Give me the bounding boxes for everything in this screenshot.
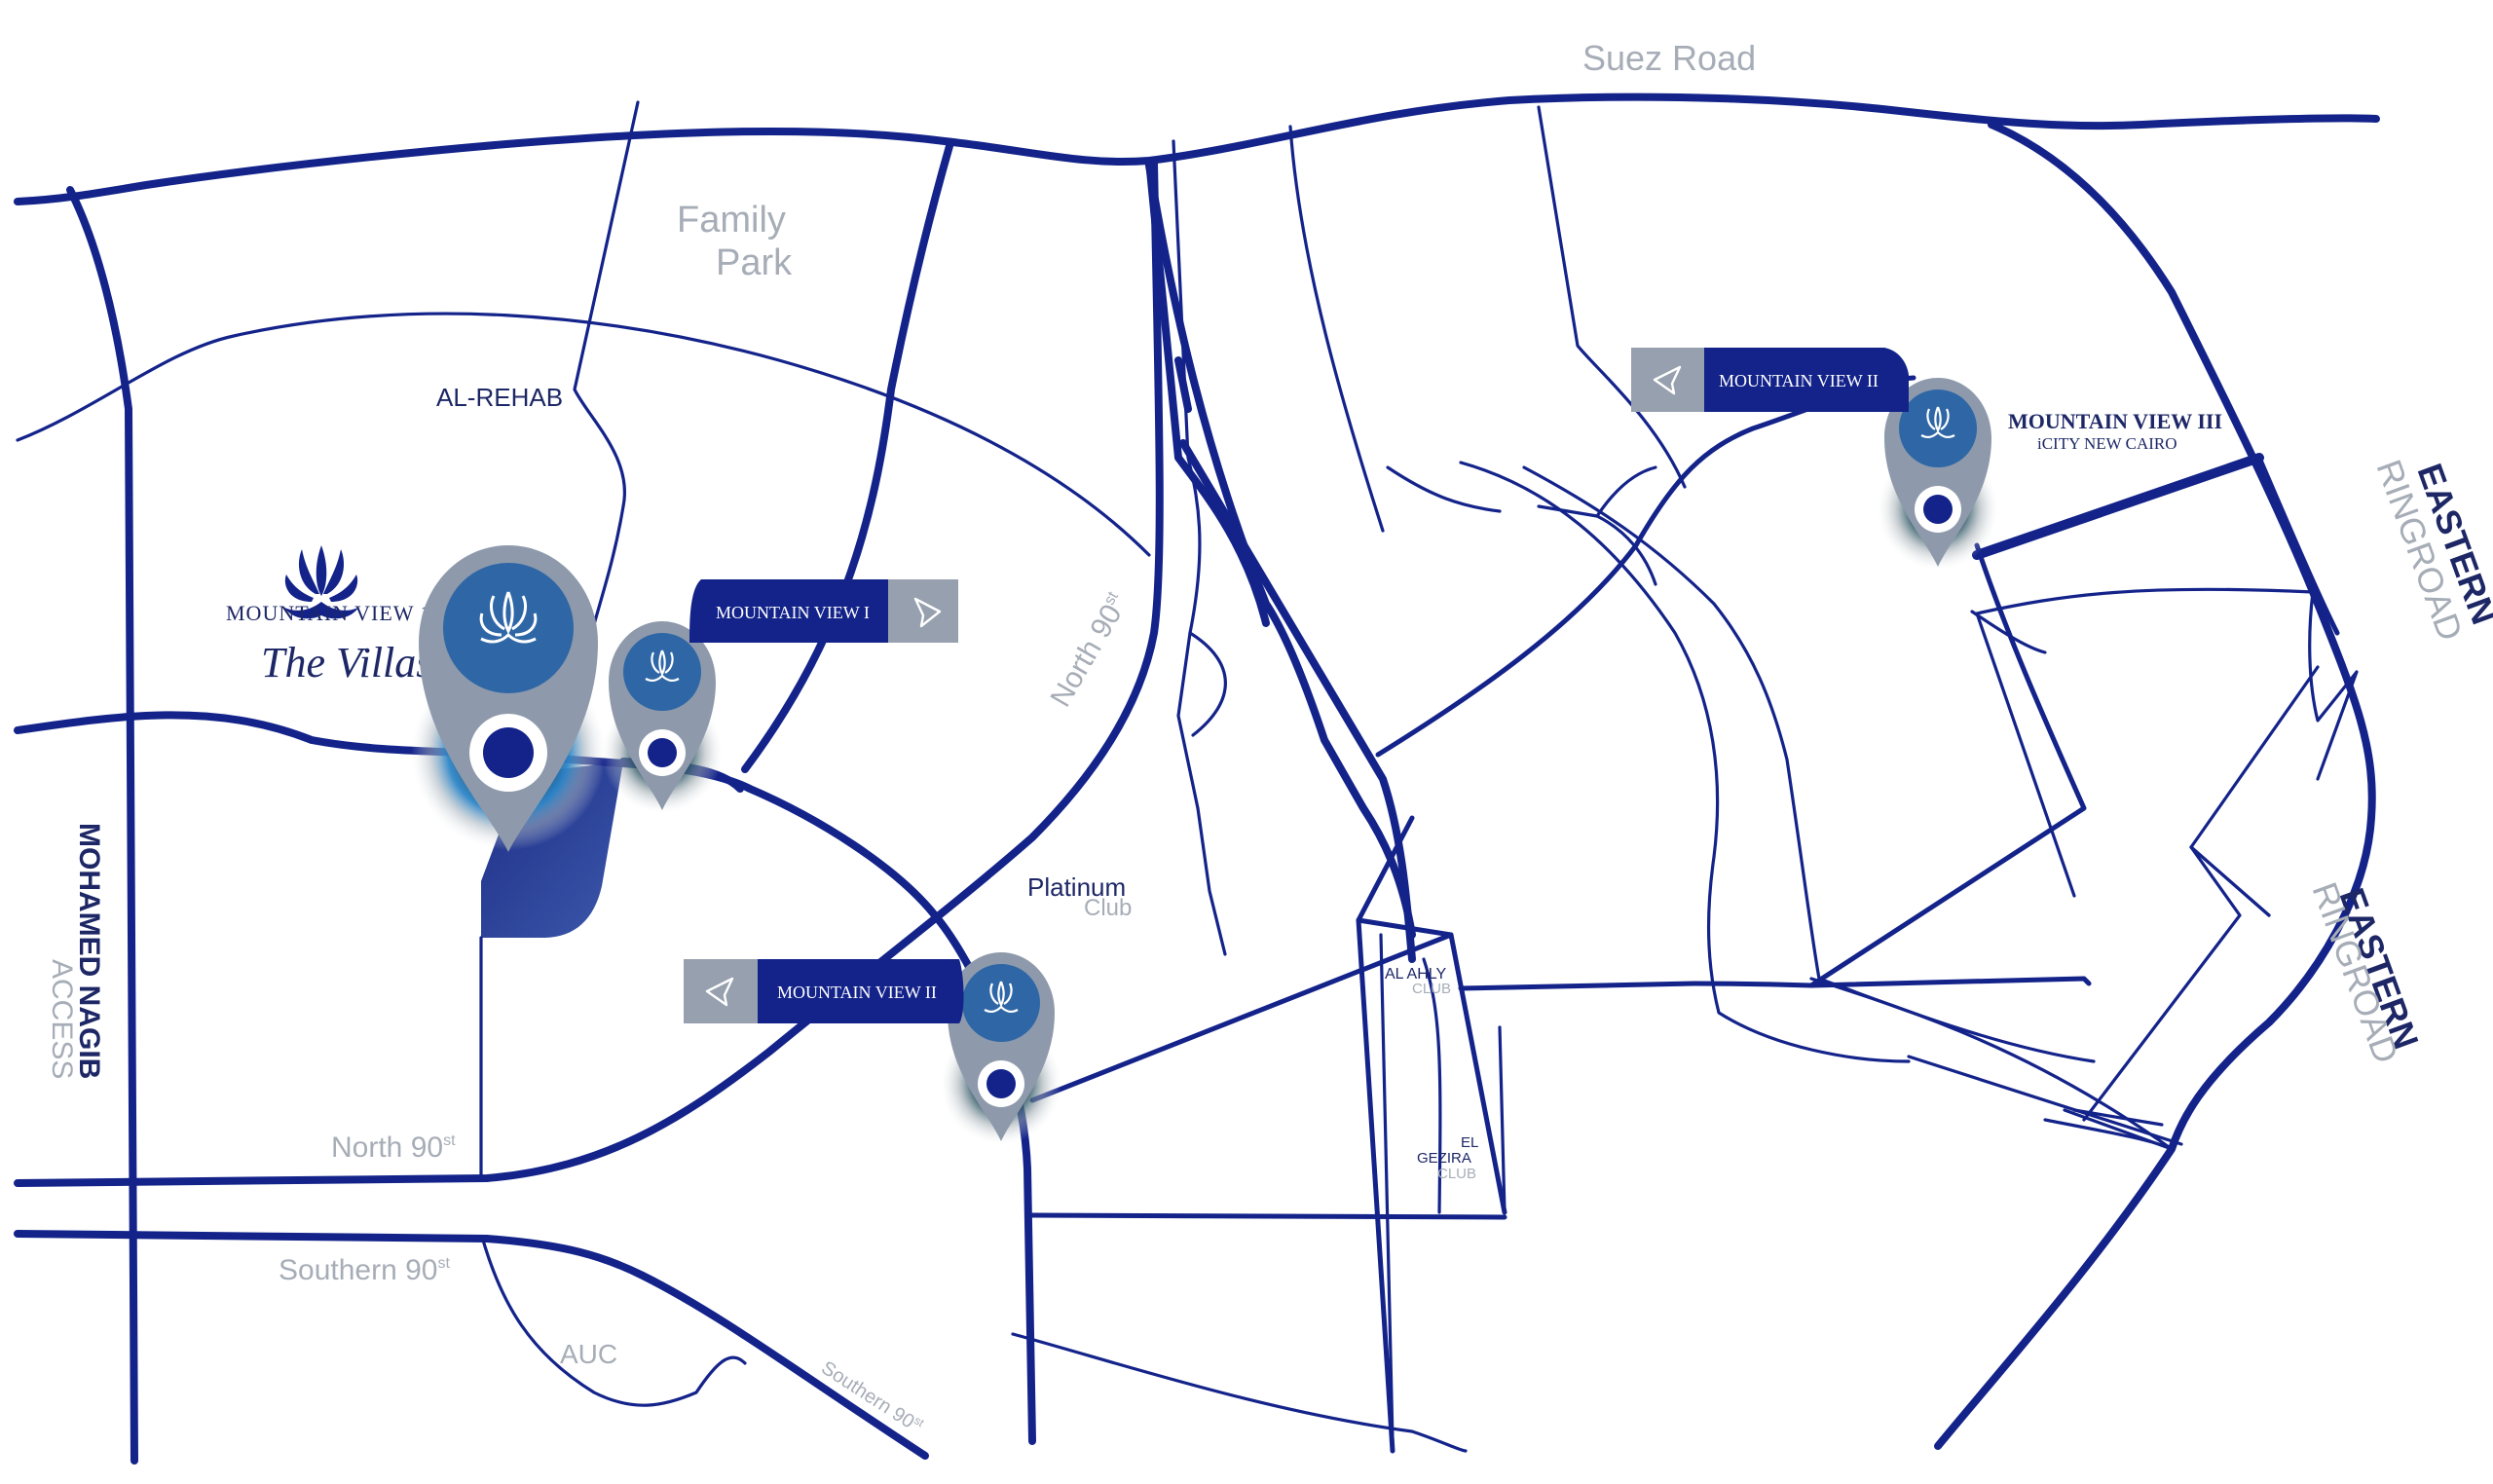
suez-road-label: Suez Road [1582, 38, 1756, 78]
callout-mv1-label: MOUNTAIN VIEW I [716, 603, 870, 622]
north-90-diag-label: North 90st [1044, 588, 1135, 712]
brand-name: MOUNTAIN VIEW 1.1 [226, 601, 450, 625]
major-roads [14, 93, 2380, 1465]
family-park-label: Family [677, 200, 786, 241]
callout-mv2-south-label: MOUNTAIN VIEW II [777, 983, 937, 1002]
brand-logo-icon [284, 545, 358, 619]
pin-logo-icon [479, 591, 538, 644]
platinum-club-label: Club [1084, 895, 1132, 921]
pin-mountain-view-2-south[interactable] [941, 952, 1061, 1144]
al-ahly-club-label: CLUB [1412, 981, 1451, 997]
minor-roads [16, 100, 2359, 1453]
callout-mountain-view-1[interactable]: MOUNTAIN VIEW I [689, 579, 958, 643]
mv3-title: MOUNTAIN VIEW III [2008, 409, 2222, 433]
family-park-label-2: Park [716, 242, 793, 283]
callout-mv2-north-label: MOUNTAIN VIEW II [1719, 371, 1879, 390]
brand-script: The Villas [261, 639, 432, 686]
pin-mountain-view-3[interactable] [1878, 378, 1998, 570]
access-label: ACCESS [46, 959, 78, 1079]
el-label: EL [1461, 1134, 1478, 1151]
callout-mountain-view-2-north[interactable]: MOUNTAIN VIEW II [1631, 348, 1909, 412]
southern-90-label: Southern 90st [279, 1254, 450, 1286]
north-90-label: North 90st [331, 1132, 456, 1164]
mv3-subtitle: iCITY NEW CAIRO [2037, 434, 2177, 453]
gezira-label: GEZIRA [1417, 1150, 1471, 1167]
navigate-arrow-icon [1653, 365, 1682, 395]
pin-mountain-view-1[interactable] [602, 621, 723, 813]
auc-label: AUC [560, 1339, 617, 1369]
al-ahly-label: AL AHLY [1385, 966, 1446, 983]
al-rehab-label: AL-REHAB [436, 383, 563, 412]
callout-mountain-view-2-south[interactable]: MOUNTAIN VIEW II [684, 959, 964, 1023]
mohamed-nagib-label: MOHAMED NAGIB [73, 823, 105, 1079]
brand-block: MOUNTAIN VIEW 1.1 The Villas [226, 545, 450, 686]
navigate-arrow-icon [913, 597, 942, 628]
navigate-arrow-icon [705, 977, 734, 1007]
platinum-label: Platinum [1027, 872, 1126, 902]
pin-mountain-view-1-1[interactable] [411, 545, 606, 852]
gezira-club-label: CLUB [1437, 1166, 1476, 1182]
